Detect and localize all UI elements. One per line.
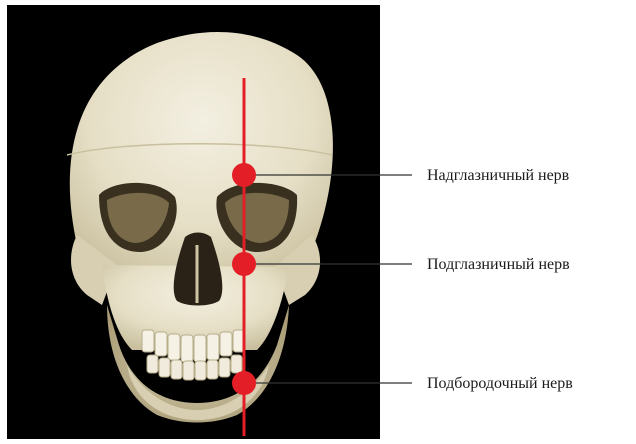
supraorbital-marker: [232, 163, 256, 187]
infraorbital-nerve-label: Подглазничный нерв: [427, 255, 570, 275]
mental-marker: [232, 371, 256, 395]
supraorbital-nerve-label: Надглазничный нерв: [427, 166, 569, 186]
mental-nerve-label: Подбородочный нерв: [427, 374, 573, 394]
infraorbital-marker: [232, 252, 256, 276]
